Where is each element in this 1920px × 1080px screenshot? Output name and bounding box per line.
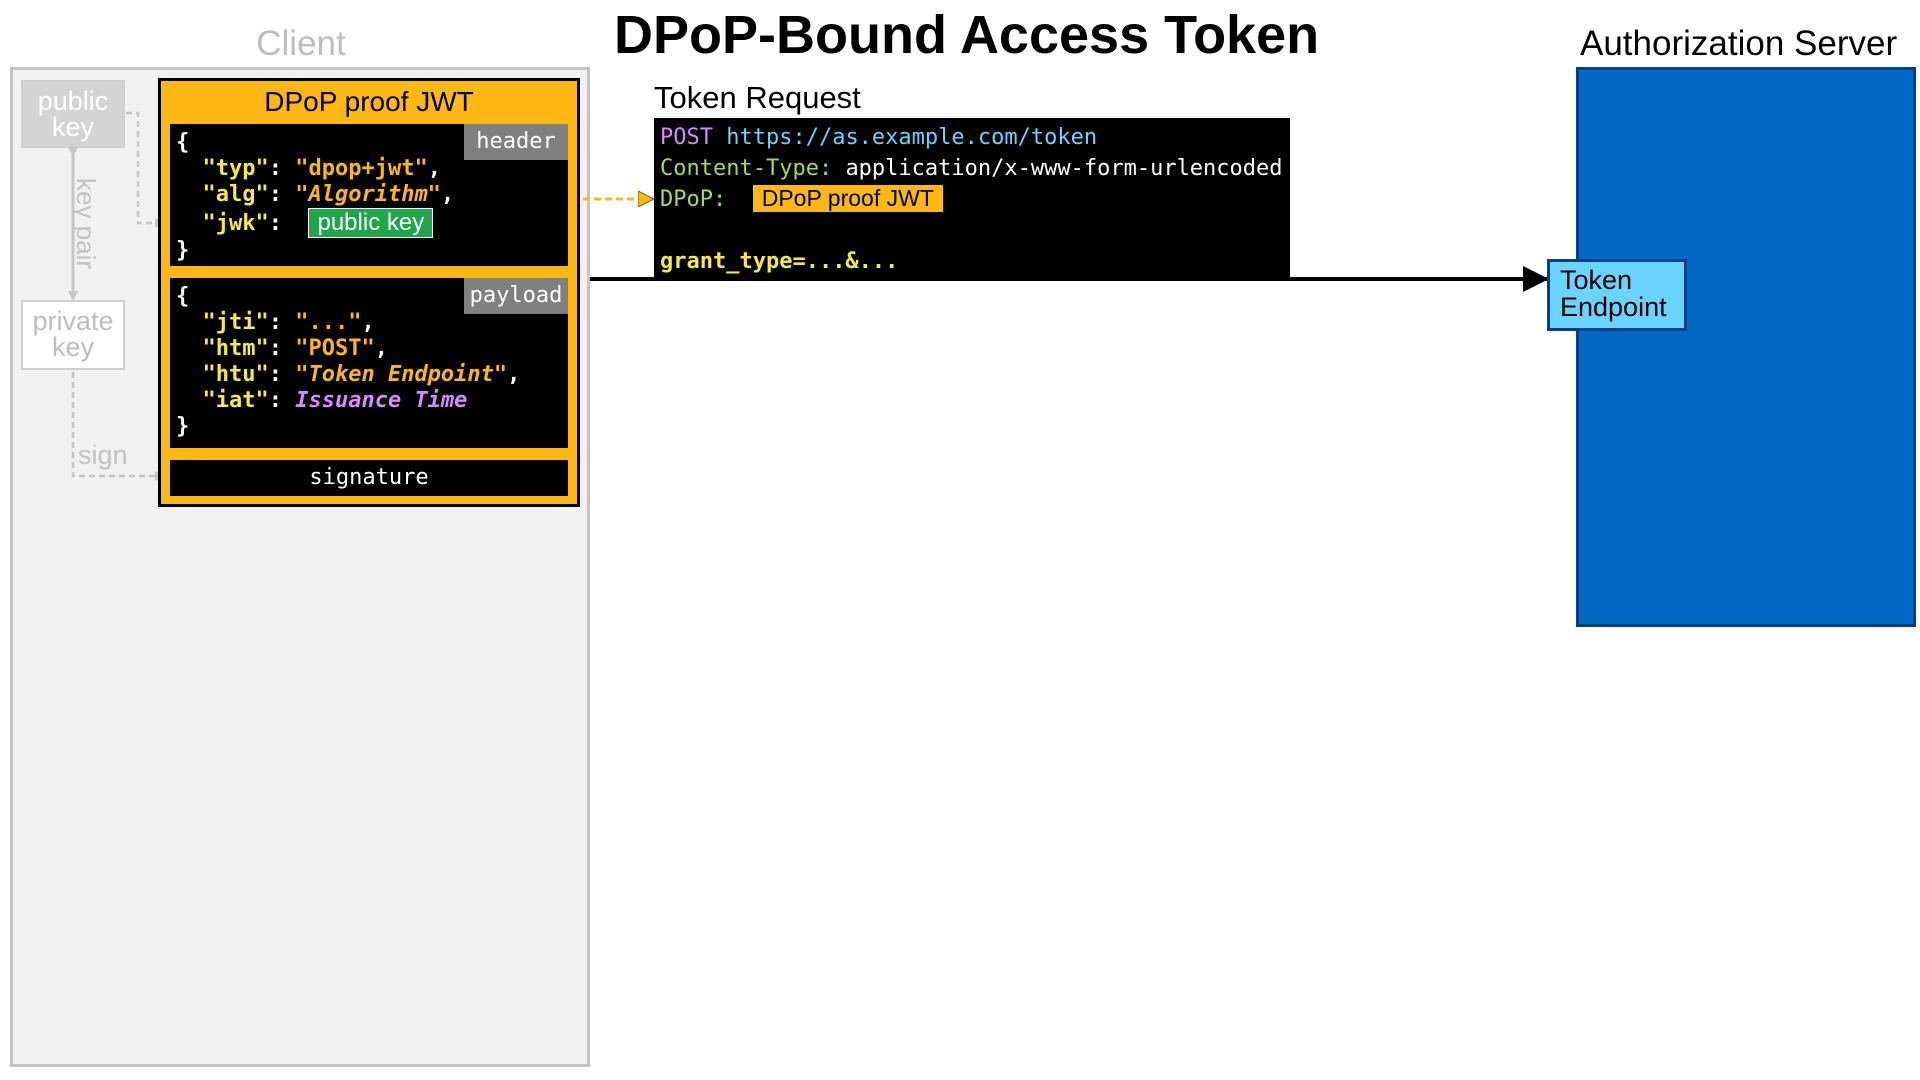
iat-value: Issuance Time [295,388,468,413]
header-close-brace: } [176,238,190,263]
page-title: DPoP-Bound Access Token [614,5,1320,65]
payload-close-brace: } [176,414,190,439]
content-type-key: Content-Type: [660,156,833,181]
public-key-label-line1: public [37,86,109,116]
signature-label: signature [309,465,429,490]
htu-value: "Token Endpoint" [295,362,508,387]
token-endpoint-label-line1: Token [1560,265,1633,295]
htm-key: "htm" [202,336,269,361]
request-url: https://as.example.com/token [726,125,1098,150]
typ-value: "dpop+jwt" [295,156,428,181]
private-key-to-signature-connector [71,372,165,481]
private-key-box: private key [21,300,125,370]
public-key-box: public key [21,80,125,148]
htu-key: "htu" [202,362,269,387]
content-type-value: application/x-www-form-urlencoded [845,156,1283,181]
client-label: Client [256,24,346,63]
request-body-rest: =...&... [792,249,899,274]
alg-value: "Algorithm" [295,182,441,207]
http-method: POST [660,125,713,150]
request-body-key: grant_type [660,249,793,274]
payload-open-brace: { [176,284,190,309]
authorization-server-label: Authorization Server [1580,24,1898,63]
typ-key: "typ" [202,156,269,181]
alg-key: "alg" [202,182,269,207]
private-key-label-line2: key [51,332,95,362]
token-request-label: Token Request [654,80,861,115]
jti-key: "jti" [202,310,269,335]
jwt-payload-panel: payload { "jti": "...", "htm": "POST", "… [170,278,568,448]
authorization-server-box [1576,67,1916,627]
sign-label: sign [78,440,128,470]
public-key-to-jwk-connector [126,111,165,228]
jwt-header-panel: header { "typ": "dpop+jwt", "alg": "Algo… [170,124,568,266]
token-request-code: POST https://as.example.com/token Conten… [660,122,1283,277]
jwk-key: "jwk" [202,211,269,236]
token-request-panel: POST https://as.example.com/token Conten… [654,118,1290,278]
htm-value: "POST" [295,336,375,361]
token-endpoint-label-line2: Endpoint [1560,292,1667,322]
jwt-header-code: { "typ": "dpop+jwt", "alg": "Algorithm",… [176,130,455,263]
public-key-label-line2: key [51,112,95,142]
dpop-proof-jwt-title: DPoP proof JWT [264,86,474,117]
jwt-payload-code: { "jti": "...", "htm": "POST", "htu": "T… [176,284,521,439]
jwk-public-key-badge: public key [308,208,434,238]
header-tag: header [464,124,568,160]
payload-tag: payload [464,278,568,314]
private-key-label-line1: private [32,306,114,336]
iat-key: "iat" [202,388,269,413]
header-open-brace: { [176,130,190,155]
dpop-header-value-badge: DPoP proof JWT [752,185,943,212]
jti-value: "..." [295,310,362,335]
jwt-signature-panel: signature [170,460,568,496]
token-endpoint-box: Token Endpoint [1547,259,1687,331]
dpop-header-key: DPoP: [660,187,727,212]
